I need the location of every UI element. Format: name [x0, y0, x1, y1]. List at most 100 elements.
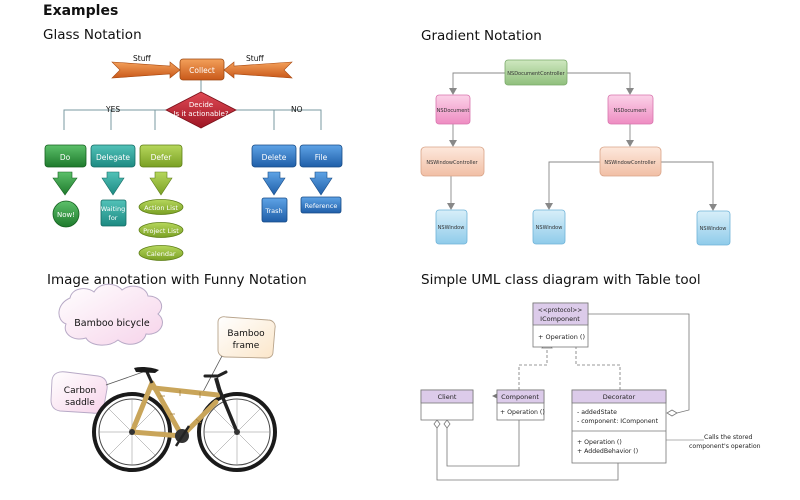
glass-connectors	[63, 80, 322, 130]
decide-diamond	[165, 91, 237, 129]
now-label: Now!	[57, 211, 75, 219]
do-label: Do	[60, 153, 71, 162]
delegate-funnel-arrow	[101, 171, 125, 196]
decorator-name: Decorator	[603, 393, 636, 401]
waiting-label-2: for	[109, 214, 118, 222]
project-list-pill	[138, 222, 184, 238]
ns-document-left-label: NSDocument	[437, 108, 470, 114]
glass-section-title: Glass Notation	[43, 27, 142, 43]
ns-window-2-label: NSWindow	[536, 225, 563, 231]
bicycle-illustration	[92, 366, 277, 472]
defer-funnel-arrow	[149, 171, 173, 196]
ns-window-3-box	[696, 210, 731, 246]
uml-note-line-2: component's operation	[689, 443, 761, 450]
reference-label: Reference	[305, 202, 338, 210]
delegate-label: Delegate	[96, 153, 130, 162]
page-heading: Examples	[43, 3, 119, 19]
ns-document-right-box	[607, 94, 654, 125]
waiting-label-1: Waiting	[101, 205, 125, 213]
ns-window-1-label: NSWindow	[438, 225, 465, 231]
trash-label: Trash	[264, 207, 282, 215]
defer-label: Defer	[151, 153, 173, 162]
ns-window-1-box	[435, 209, 468, 245]
icomponent-name: IComponent	[540, 315, 580, 323]
file-box	[299, 144, 343, 168]
calendar-label: Calendar	[146, 250, 176, 258]
reference-box	[300, 196, 342, 214]
component-name: Component	[501, 393, 539, 401]
uml-client-diamond-1	[433, 419, 441, 429]
bamboo-frame-pointer	[202, 355, 223, 393]
client-header	[420, 389, 474, 404]
decorator-header	[571, 389, 667, 404]
ns-window-controller-left-box	[420, 146, 485, 177]
ns-document-left-box	[435, 94, 471, 125]
decorator-attr-1: - addedState	[577, 409, 617, 416]
client-name: Client	[438, 393, 457, 401]
ns-window-3-label: NSWindow	[700, 226, 727, 232]
decorator-op-2: + AddedBehavior ()	[577, 448, 638, 455]
icomponent-header	[532, 302, 589, 326]
stuff-label-right: Stuff	[246, 54, 264, 63]
carbon-saddle-pointer	[105, 371, 144, 386]
ns-document-controller-box	[504, 59, 568, 86]
yes-label: YES	[105, 105, 120, 114]
decide-label-2: Is it actionable?	[173, 110, 228, 118]
delegate-box	[90, 144, 136, 168]
action-list-label: Action List	[144, 204, 178, 212]
delete-funnel-arrow	[262, 171, 286, 196]
carbon-saddle-label-2: saddle	[65, 398, 95, 408]
uml-decorator-diamond	[666, 409, 678, 417]
uml-client-diamond-2	[443, 419, 451, 429]
stuff-arrow-left	[111, 61, 181, 79]
uml-class-diagram: <<protocol>> IComponent + Operation () C…	[420, 302, 761, 481]
bamboo-frame-label-1: Bamboo	[227, 329, 265, 339]
decorator-attr-2: - component: IComponent	[577, 418, 659, 425]
icomponent-stereotype: <<protocol>>	[538, 307, 583, 314]
gradient-arrowheads	[447, 88, 717, 211]
do-box	[44, 144, 87, 168]
gradient-notation-diagram: NSDocumentController NSDocument NSDocume…	[420, 59, 731, 246]
uml-connectors	[436, 313, 704, 481]
ns-document-right-label: NSDocument	[614, 108, 647, 114]
do-funnel-arrow	[52, 171, 78, 196]
no-label: NO	[291, 105, 303, 114]
uml-note-line-1: Calls the stored	[704, 434, 753, 441]
defer-box	[139, 144, 183, 168]
stuff-arrow-right	[223, 61, 293, 79]
waiting-box	[100, 199, 127, 227]
uml-section-title: Simple UML class diagram with Table tool	[421, 272, 701, 288]
delete-box	[251, 144, 297, 168]
bamboo-bicycle-label: Bamboo bicycle	[74, 318, 150, 329]
gradient-section-title: Gradient Notation	[421, 28, 542, 44]
ns-window-controller-right-box	[599, 146, 662, 177]
stuff-label-left: Stuff	[133, 54, 151, 63]
calendar-pill	[138, 245, 184, 261]
funny-notation-diagram: Bamboo bicycle Bamboo frame Carbon saddl…	[50, 283, 277, 472]
glass-notation-diagram: Stuff Stuff Collect Decide Is it actiona…	[44, 54, 343, 261]
collect-box	[179, 58, 225, 81]
bamboo-bicycle-cloud	[58, 283, 163, 346]
ns-document-controller-label: NSDocumentController	[507, 71, 565, 77]
bamboo-frame-label-2: frame	[233, 341, 260, 351]
decorator-op-1: + Operation ()	[577, 439, 622, 446]
uml-association-arrow	[492, 393, 498, 399]
collect-label: Collect	[189, 66, 215, 75]
ns-window-controller-right-label: NSWindowController	[604, 160, 656, 166]
decide-label-1: Decide	[189, 101, 213, 109]
component-operation: + Operation ()	[500, 409, 545, 416]
carbon-saddle-label-1: Carbon	[64, 386, 96, 396]
icomponent-operation: + Operation ()	[538, 333, 585, 341]
delete-label: Delete	[262, 153, 287, 162]
now-circle	[52, 200, 80, 228]
project-list-label: Project List	[143, 227, 179, 235]
trash-box	[261, 197, 288, 223]
ns-window-2-box	[532, 209, 566, 245]
ns-window-controller-left-label: NSWindowController	[426, 160, 478, 166]
component-header	[496, 389, 545, 404]
file-funnel-arrow	[309, 171, 333, 196]
action-list-pill	[138, 199, 184, 215]
file-label: File	[315, 153, 328, 162]
gradient-connectors	[450, 72, 714, 208]
